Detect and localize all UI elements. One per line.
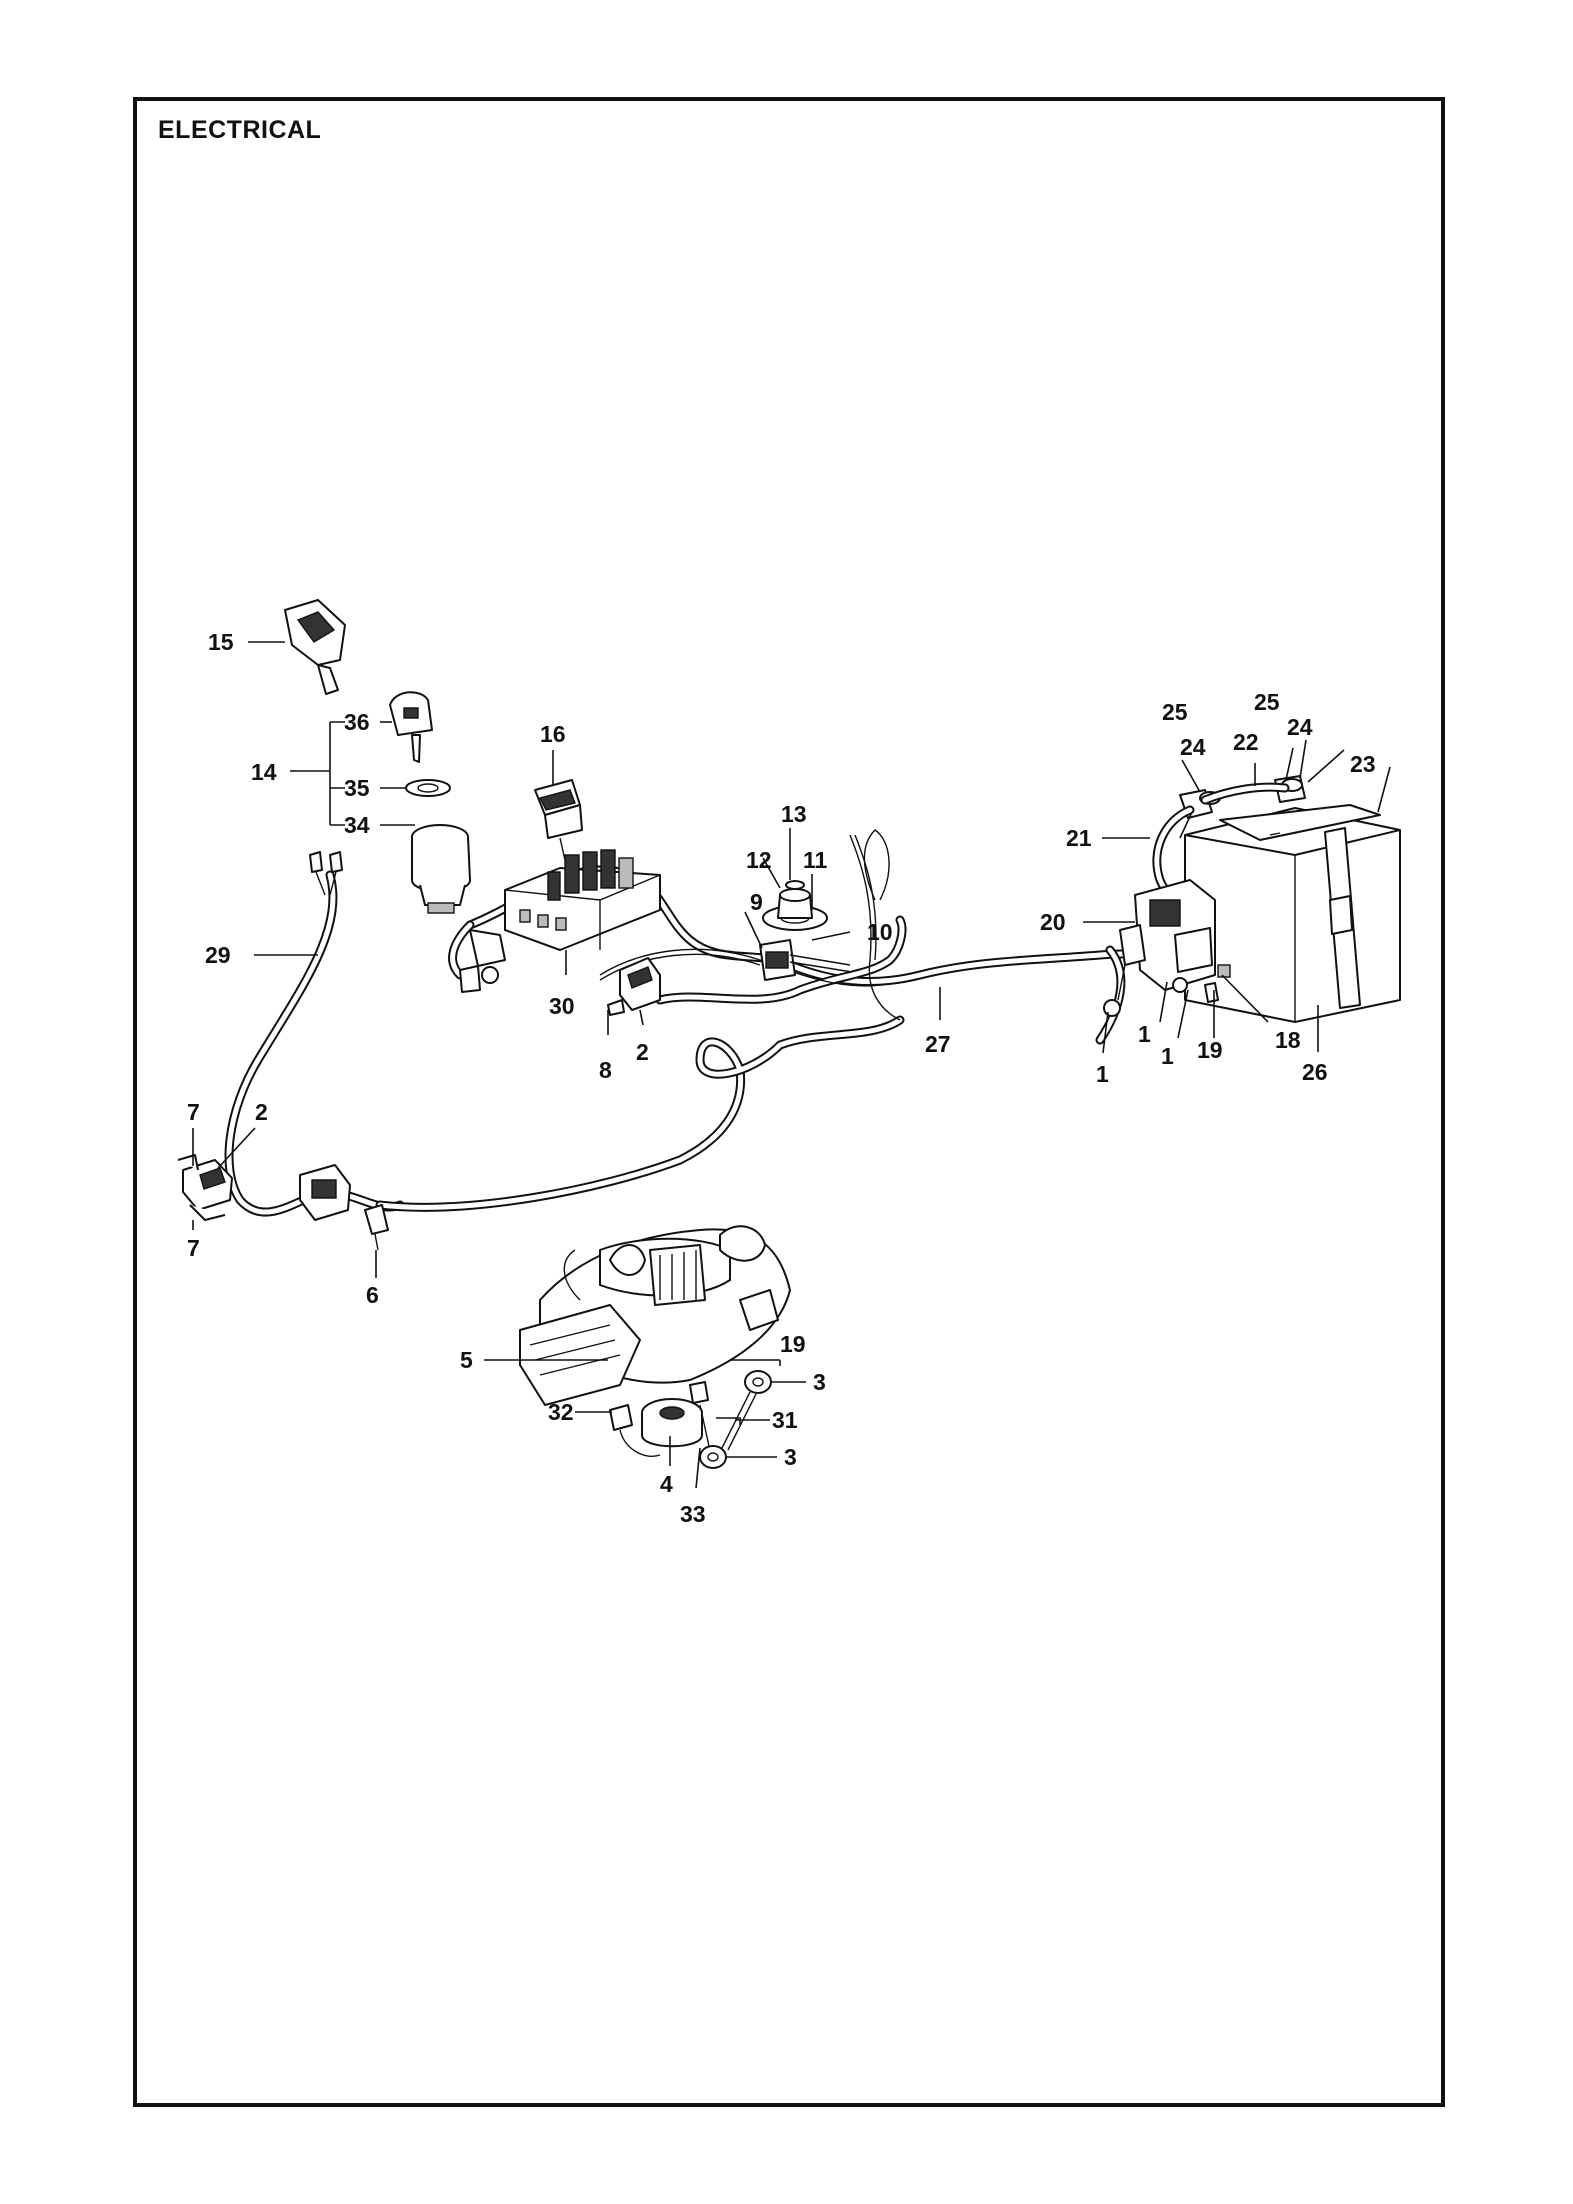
callout-starter-solenoid: 20 <box>1040 909 1066 935</box>
diagram-frame <box>133 97 1445 2107</box>
callout-engine-bracket: 5 <box>460 1347 473 1373</box>
callout-main-harness: 27 <box>925 1031 951 1057</box>
callout-screw-engine: 19 <box>780 1331 806 1357</box>
callout-battery-strap: 26 <box>1302 1059 1328 1085</box>
callout-rocker-switch: 16 <box>540 721 566 747</box>
callout-seat-switch-connector: 2 <box>255 1099 268 1125</box>
callout-terminal-nut-right: 24 <box>1287 714 1313 740</box>
callout-terminal-cover-left: 25 <box>1162 699 1188 725</box>
grommets-and-wire <box>699 1370 772 1469</box>
callout-battery-cable-negative: 22 <box>1233 729 1259 755</box>
callout-terminal-ring-b: 1 <box>1161 1043 1174 1069</box>
callout-regulator: 32 <box>548 1399 574 1425</box>
cable-clamp <box>364 1204 389 1251</box>
callout-pto-nut: 13 <box>781 801 807 827</box>
seat-switch <box>177 1154 351 1221</box>
callout-seat-harness: 29 <box>205 942 231 968</box>
callout-relay: 18 <box>1275 1027 1301 1053</box>
fuse-box <box>459 849 661 993</box>
harness-cables <box>224 829 1235 1217</box>
rocker-switch <box>534 779 583 861</box>
callout-battery: 23 <box>1350 751 1376 777</box>
ignition-washer <box>405 779 451 797</box>
callout-cable-clamp: 6 <box>366 1282 379 1308</box>
callout-ignition-washer: 35 <box>344 775 370 801</box>
ignition-key <box>389 691 433 763</box>
callout-pto-spring: 11 <box>803 847 828 873</box>
seat-harness-terminals <box>309 851 343 896</box>
callout-ignition-switch: 34 <box>344 812 370 838</box>
callout-ground-bolt: 4 <box>660 1471 673 1497</box>
regulator <box>609 1381 713 1461</box>
callout-grommet-bottom: 3 <box>784 1444 797 1470</box>
callout-grommet-top: 3 <box>813 1369 826 1395</box>
battery <box>1184 804 1401 1023</box>
callout-fuse-box: 30 <box>549 993 575 1019</box>
callout-terminal-cover-right: 25 <box>1254 689 1280 715</box>
callout-pto-knob: 10 <box>867 919 893 945</box>
callout-ignition-assembly: 14 <box>251 759 277 785</box>
page-title: ELECTRICAL <box>158 116 322 144</box>
callout-battery-cable-positive: 21 <box>1066 825 1092 851</box>
callout-key-tag: 15 <box>208 629 234 655</box>
key-tag <box>284 599 346 695</box>
callout-seat-clip-top: 7 <box>187 1099 200 1125</box>
pto-switch-assembly <box>759 880 853 981</box>
callout-screw-solenoid: 19 <box>1197 1037 1223 1063</box>
callout-terminal-ring-c: 1 <box>1096 1061 1109 1087</box>
callout-pto-washer: 12 <box>746 847 772 873</box>
connector-plug <box>607 957 661 1016</box>
callouts: 15 36 14 35 34 16 29 30 8 2 9 13 12 11 1… <box>187 629 1376 1527</box>
leader-lines <box>192 641 1391 1489</box>
callout-regulator-nut: 33 <box>680 1501 706 1527</box>
ignition-switch <box>411 824 471 914</box>
callout-ignition-key: 36 <box>344 709 370 735</box>
callout-pto-switch: 9 <box>750 889 763 915</box>
callout-regulator-wire: 31 <box>772 1407 798 1433</box>
starter-solenoid <box>1103 879 1231 1017</box>
callout-terminal-nut-left: 24 <box>1180 734 1206 760</box>
callout-connector-wire: 8 <box>599 1057 612 1083</box>
callout-terminal-ring-a: 1 <box>1138 1021 1151 1047</box>
callout-connector-plug: 2 <box>636 1039 649 1065</box>
callout-seat-clip-bottom: 7 <box>187 1235 200 1261</box>
engine-assembly <box>519 1225 791 1406</box>
